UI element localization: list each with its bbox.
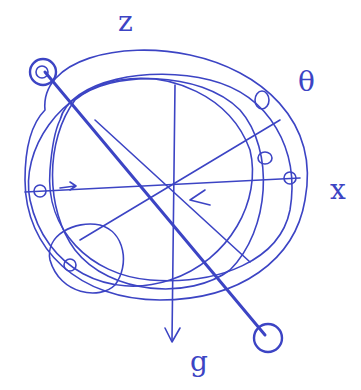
small-ball	[284, 172, 296, 184]
ball	[254, 324, 282, 352]
small-ball	[64, 259, 76, 271]
small-ball	[255, 91, 269, 109]
guide-line	[95, 120, 250, 262]
angle-mark	[190, 190, 210, 205]
axis-label: z	[118, 8, 133, 36]
small-arrow	[60, 182, 76, 190]
guide-line	[80, 120, 280, 240]
ball	[36, 66, 48, 78]
trajectory-loop	[25, 50, 307, 300]
trajectory-loop	[50, 74, 292, 280]
small-ball	[34, 185, 46, 197]
axis-label: x	[330, 176, 346, 204]
angle-label: θ	[298, 68, 315, 96]
gravity-arrowhead	[165, 328, 180, 342]
gravity-label: g	[190, 348, 208, 376]
small-ball	[258, 152, 272, 164]
trajectory-loop	[49, 224, 123, 293]
ball	[30, 59, 56, 85]
vertical-axis	[172, 85, 175, 340]
trajectory-loop	[53, 79, 264, 289]
rod	[45, 72, 265, 335]
